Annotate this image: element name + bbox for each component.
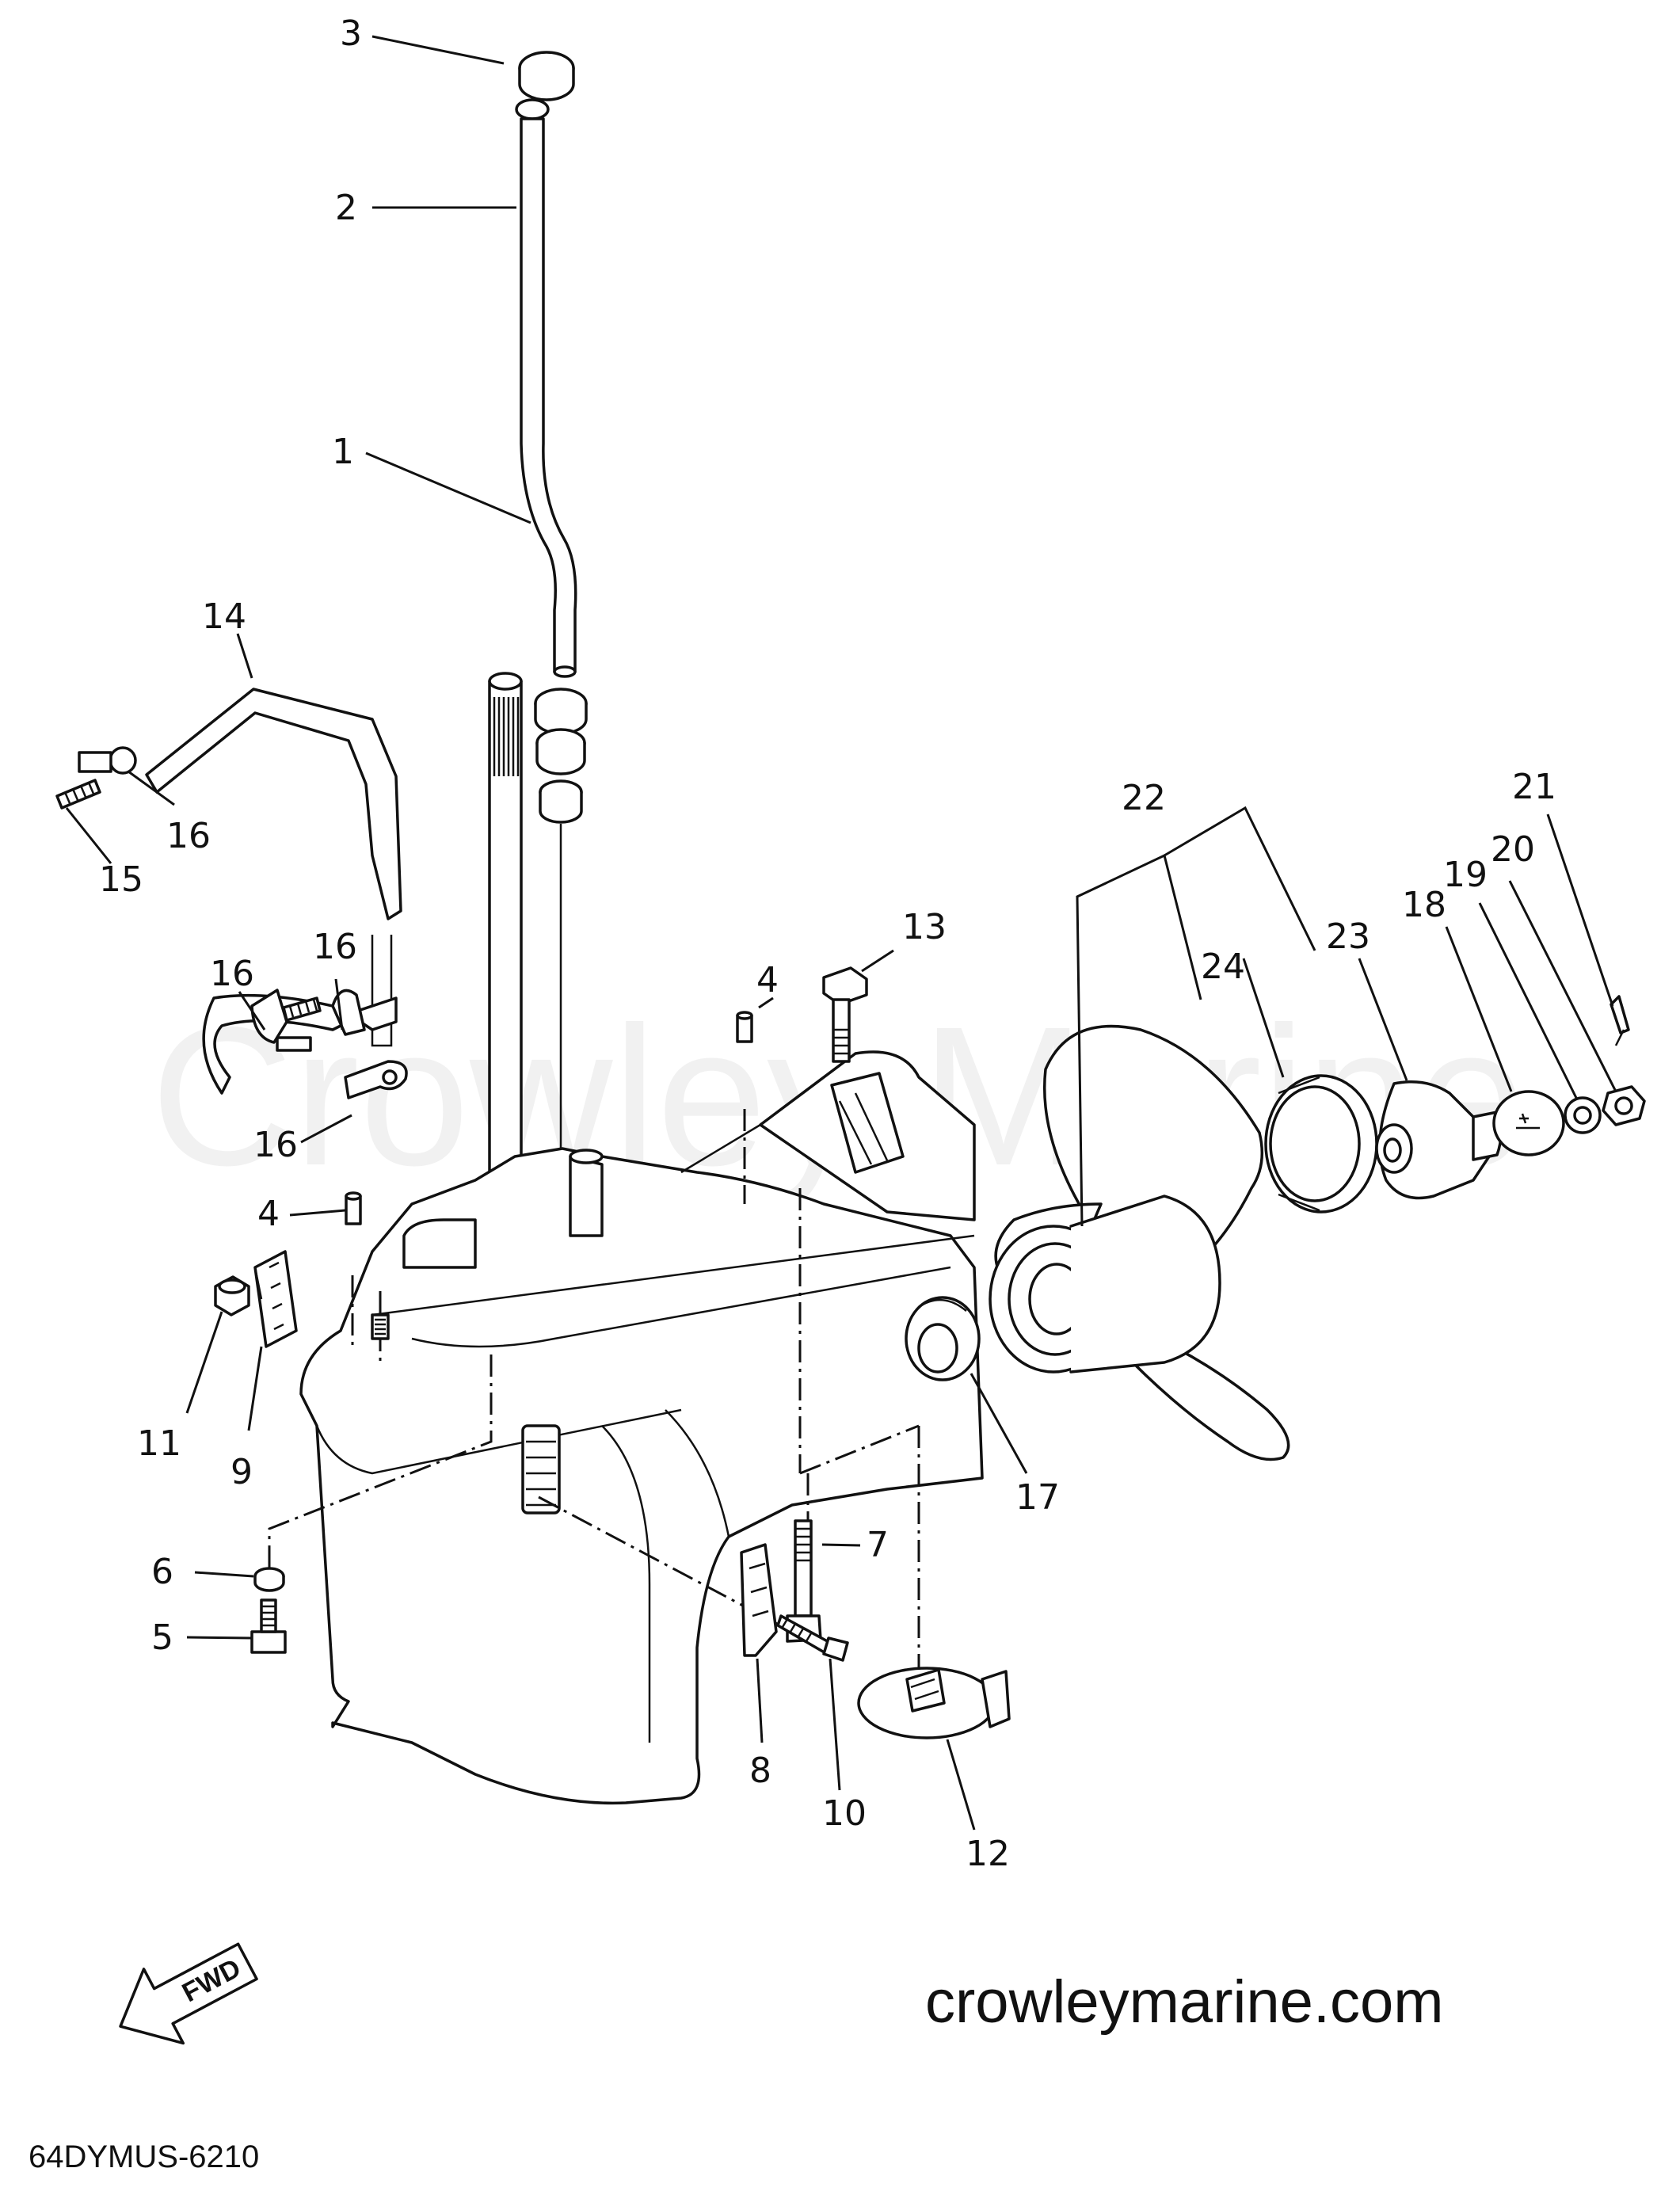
- callout-22: 22: [1122, 778, 1166, 818]
- dowel-4-left: [345, 1191, 362, 1225]
- bolt-13-left: [371, 1313, 390, 1340]
- clamp-16-left: [250, 989, 312, 1052]
- callout-21: 21: [1512, 767, 1556, 807]
- callout-20: 20: [1491, 829, 1535, 870]
- callout-16-d: 16: [253, 1125, 298, 1165]
- callout-9: 9: [230, 1452, 253, 1492]
- callout-18: 18: [1402, 885, 1446, 925]
- callout-24: 24: [1201, 947, 1245, 987]
- callout-16-a: 16: [166, 816, 211, 856]
- callout-23: 23: [1326, 916, 1370, 957]
- callout-12: 12: [966, 1834, 1010, 1874]
- callout-16-b: 16: [313, 927, 357, 967]
- bolt-13: [822, 966, 868, 1063]
- callout-5: 5: [151, 1617, 173, 1658]
- clip-15: [55, 779, 101, 810]
- casing-body: [299, 1147, 984, 1805]
- cotter-pin-21: [1610, 995, 1630, 1046]
- callout-2: 2: [335, 188, 357, 228]
- callout-8: 8: [749, 1751, 771, 1791]
- tube-top-ring: [515, 98, 550, 120]
- callout-13: 13: [902, 907, 947, 947]
- bolt-7: [786, 1519, 822, 1643]
- anode-8: [740, 1543, 778, 1657]
- nut-11: [214, 1275, 250, 1316]
- spacer-23: [1375, 1080, 1503, 1200]
- hose-14: [145, 688, 402, 920]
- callout-15: 15: [99, 859, 143, 900]
- bolt-5: [250, 1598, 287, 1654]
- dowel-4-right: [736, 1011, 753, 1043]
- anode-9: [253, 1250, 298, 1348]
- callout-16-c: 16: [210, 954, 254, 994]
- callout-6: 6: [151, 1552, 173, 1592]
- propeller-22: [989, 1024, 1290, 1461]
- callout-labels: 3 2 1 14 16 15 16 16 16 4 4 13 11 9 6 5 …: [99, 13, 1556, 1874]
- callout-11: 11: [137, 1423, 181, 1464]
- clamp-16-bottom: [344, 1060, 408, 1099]
- lower-casing: [299, 1050, 984, 1805]
- drive-shaft: [488, 672, 523, 1221]
- washer-18: [1492, 1090, 1565, 1156]
- clamp-16-top: [78, 746, 137, 775]
- water-tube-assembly: [515, 51, 588, 1164]
- washer-6: [253, 1567, 285, 1592]
- thrust-washer-17: [905, 1296, 981, 1381]
- part-code: 64DYMUS-6210: [29, 2139, 259, 2174]
- callout-10: 10: [822, 1793, 867, 1834]
- callout-3: 3: [340, 13, 362, 54]
- callout-19: 19: [1443, 855, 1488, 895]
- fwd-arrow-icon: [119, 1942, 258, 2045]
- clip-16-mid: [282, 996, 322, 1022]
- washer-19: [1564, 1096, 1602, 1134]
- fwd-arrow: FWD: [119, 1942, 258, 2045]
- callout-4-left: 4: [257, 1194, 280, 1234]
- callout-1: 1: [332, 432, 354, 472]
- blade-lower: [1131, 1329, 1290, 1461]
- bushing-24: [1264, 1074, 1378, 1214]
- callout-7: 7: [867, 1525, 889, 1565]
- callout-14: 14: [202, 596, 246, 637]
- water-intake-grille: [521, 1424, 561, 1515]
- water-tube: [520, 117, 577, 673]
- bolt-10: [776, 1614, 849, 1662]
- callout-17: 17: [1015, 1477, 1060, 1518]
- website-url: crowleymarine.com: [925, 1968, 1444, 2036]
- nut-20: [1602, 1085, 1646, 1126]
- callout-4-right: 4: [756, 960, 779, 1000]
- leader-lines: [65, 35, 1617, 1831]
- trim-tab-12: [857, 1667, 1011, 1739]
